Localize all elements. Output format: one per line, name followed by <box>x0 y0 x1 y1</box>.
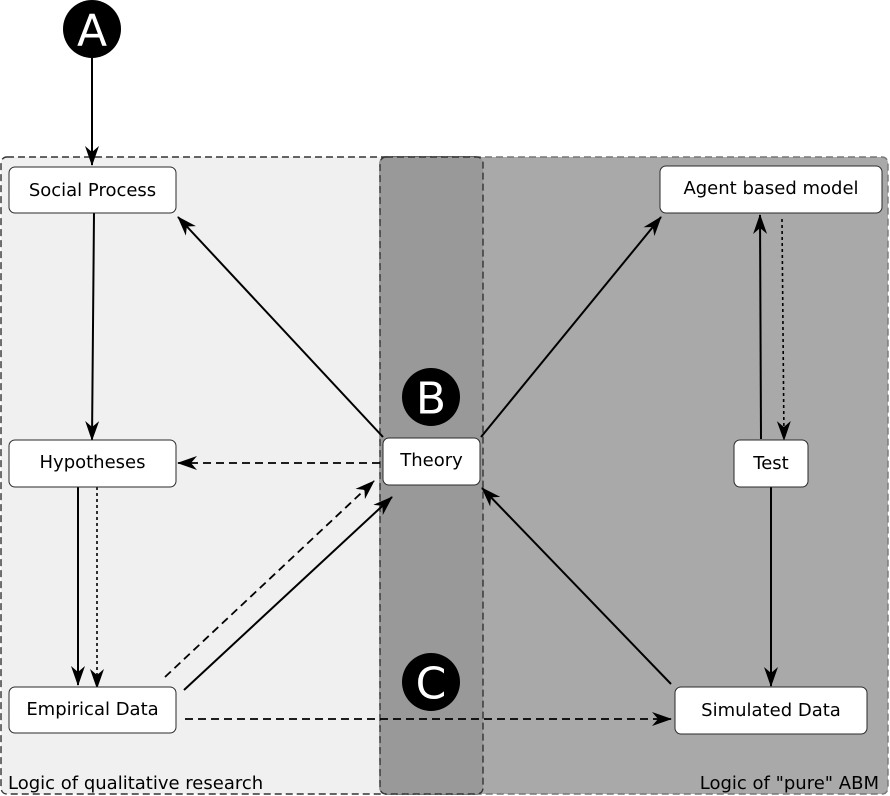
abm-region-caption: Logic of "pure" ABM <box>700 773 879 794</box>
edge-test-to-agent-based-model <box>753 214 768 440</box>
edge-theory-to-social-process <box>177 216 384 438</box>
node-agent-based-model-label: Agent based model <box>683 178 858 199</box>
marker-b: B <box>402 368 460 426</box>
node-hypotheses-label: Hypotheses <box>40 452 146 473</box>
node-simulated-data: Simulated Data <box>674 686 868 735</box>
edges <box>71 55 791 726</box>
edge-social-process-to-hypotheses <box>85 212 100 441</box>
node-hypotheses: Hypotheses <box>8 439 177 488</box>
edge-empirical-data-to-theory <box>183 496 393 691</box>
edge-simulated-data-to-theory <box>481 487 672 685</box>
marker-c: C <box>402 653 460 711</box>
node-agent-based-model: Agent based model <box>659 165 883 214</box>
node-test-label: Test <box>752 453 788 474</box>
node-empirical-data-label: Empirical Data <box>26 699 158 720</box>
node-theory-label: Theory <box>399 450 463 471</box>
node-test: Test <box>733 439 809 488</box>
qualitative-region-caption: Logic of qualitative research <box>8 773 263 794</box>
marker-a: A <box>63 0 121 58</box>
edge-theory-to-agent-based-model <box>480 216 662 438</box>
node-theory: Theory <box>382 437 481 486</box>
marker-c-label: C <box>416 659 447 710</box>
marker-b-label: B <box>416 374 446 425</box>
qualitative-research-region <box>0 156 484 795</box>
node-social-process-label: Social Process <box>29 180 156 201</box>
node-empirical-data: Empirical Data <box>8 686 177 734</box>
edge-agent-based-model-to-test-dashed <box>776 218 791 441</box>
node-social-process: Social Process <box>8 166 177 214</box>
node-simulated-data-label: Simulated Data <box>701 700 841 721</box>
marker-a-label: A <box>77 6 107 57</box>
edge-empirical-data-to-theory-dashed <box>164 480 375 678</box>
